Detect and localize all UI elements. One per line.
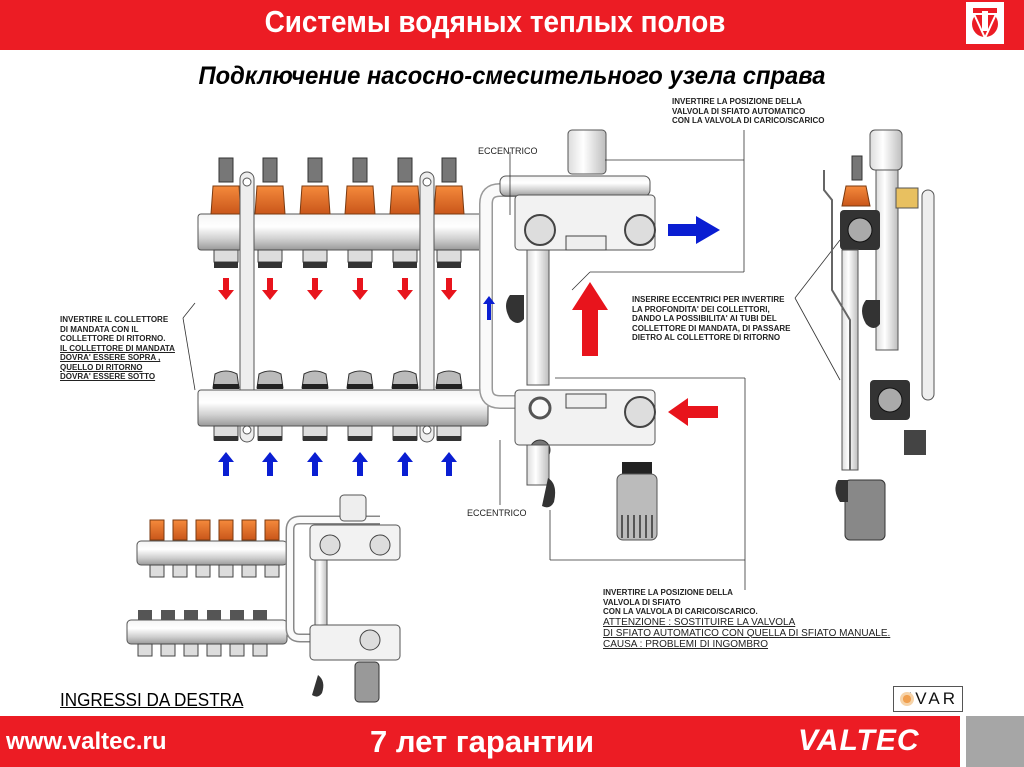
valve-cap xyxy=(391,370,419,441)
brand-logo: VALTEC xyxy=(798,724,920,757)
website-link[interactable]: www.valtec.ru xyxy=(6,728,167,755)
eccentrico-label-top: ECCENTRICO xyxy=(478,146,538,156)
isometric-thumbnail xyxy=(126,494,401,703)
blue-arrow-up-icon xyxy=(352,452,368,476)
note-line: QUELLO DI RITORNO xyxy=(60,362,143,372)
mixing-unit xyxy=(479,129,658,541)
flowmeter xyxy=(344,157,376,268)
valtec-logo xyxy=(966,2,1004,44)
red-arrow-down-icon xyxy=(352,278,368,300)
note-line: IL COLLETTORE DI MANDATA xyxy=(60,343,175,353)
return-arrows xyxy=(218,452,457,476)
blue-arrow-up-small-icon xyxy=(483,296,495,320)
supply-manifold xyxy=(197,157,489,268)
red-arrow-up-icon xyxy=(572,282,608,356)
mounting-bracket xyxy=(419,171,435,443)
flowmeter xyxy=(433,157,465,268)
flowmeter xyxy=(210,157,242,268)
sun-icon xyxy=(900,692,914,706)
note-line: CON LA VALVOLA DI CARICO/SCARICO. xyxy=(603,607,758,616)
red-arrow-down-icon xyxy=(262,278,278,300)
valve-cap xyxy=(212,370,240,441)
caption-ingressi: INGRESSI DA DESTRA xyxy=(60,690,244,710)
drain-handle xyxy=(542,478,556,508)
valve-cap xyxy=(301,370,329,441)
side-view-unit xyxy=(823,129,935,541)
red-arrow-down-icon xyxy=(307,278,323,300)
header-bar: Системы водяных теплых полов xyxy=(0,0,1024,50)
note-line: COLLETTORE DI RITORNO. xyxy=(60,334,166,343)
leader-lines xyxy=(182,130,841,590)
note-line: LA PROFONDITA' DEI COLLETTORI, xyxy=(632,304,770,314)
flowmeter xyxy=(389,157,421,268)
note-line: INSERIRE ECCENTRICI PER INVERTIRE xyxy=(632,295,785,304)
mounting-bracket xyxy=(239,171,255,443)
blue-arrow-up-icon xyxy=(307,452,323,476)
flowmeter xyxy=(299,157,331,268)
red-arrow-left-icon xyxy=(668,398,718,426)
valve-cap xyxy=(435,370,463,441)
footer-grey-block xyxy=(966,716,1024,767)
valtec-v-logo-icon xyxy=(972,8,998,41)
section-subtitle: Подключение насосно-смесительного узела … xyxy=(198,62,826,90)
note-line: INVERTIRE IL COLLETTORE xyxy=(60,315,169,324)
red-arrow-down-icon xyxy=(441,278,457,300)
note-line: VALVOLA DI SFIATO AUTOMATICO xyxy=(672,106,806,116)
thermometer-gauge xyxy=(524,214,556,246)
eccentrico-label-bottom: ECCENTRICO xyxy=(467,508,527,518)
flowmeter xyxy=(254,157,286,268)
note-line: CAUSA : PROBLEMI DI INGOMBRO xyxy=(603,638,769,650)
return-manifold xyxy=(197,370,489,441)
ivar-logo: IVAR xyxy=(893,686,963,712)
note-line: DOVRA' ESSERE SOPRA , xyxy=(60,353,161,362)
note-line: DANDO LA POSSIBILITA' AI TUBI DEL xyxy=(632,314,777,323)
note-line: VALVOLA DI SFIATO xyxy=(603,597,681,607)
red-arrow-down-icon xyxy=(218,278,234,300)
blue-arrow-right-icon xyxy=(668,216,720,244)
page-title: Системы водяных теплых полов xyxy=(264,4,726,39)
thermometer-gauge xyxy=(624,214,656,246)
note-bottom: INVERTIRE LA POSIZIONE DELLA VALVOLA DI … xyxy=(603,588,890,650)
note-right-middle: INSERIRE ECCENTRICI PER INVERTIRE LA PRO… xyxy=(632,295,791,343)
note-left: INVERTIRE IL COLLETTORE DI MANDATA CON I… xyxy=(60,315,175,382)
supply-arrows xyxy=(218,278,457,300)
thermostatic-head xyxy=(616,473,658,541)
valve-cap xyxy=(346,370,374,441)
note-line: INVERTIRE LA POSIZIONE DELLA xyxy=(672,97,802,106)
note-top-right: INVERTIRE LA POSIZIONE DELLA VALVOLA DI … xyxy=(672,97,824,126)
ivar-logo-text: IVAR xyxy=(907,689,958,708)
footer-bar: www.valtec.ru 7 лет гарантии VALTEC xyxy=(0,716,960,767)
blue-arrow-up-icon xyxy=(262,452,278,476)
note-line: INVERTIRE LA POSIZIONE DELLA xyxy=(603,588,733,597)
note-line: DI SFIATO AUTOMATICO CON QUELLA DI SFIAT… xyxy=(603,627,891,639)
blue-arrow-up-icon xyxy=(218,452,234,476)
red-arrow-down-icon xyxy=(397,278,413,300)
blue-arrow-up-icon xyxy=(397,452,413,476)
note-line: ATTENZIONE : SOSTITUIRE LA VALVOLA xyxy=(603,616,796,628)
warranty-text: 7 лет гарантии xyxy=(370,724,595,759)
pump-handle xyxy=(506,295,524,323)
note-line: DI MANDATA CON IL xyxy=(60,324,139,334)
note-line: DOVRA' ESSERE SOTTO xyxy=(60,372,156,381)
note-line: COLLETTORE DI MANDATA, DI PASSARE xyxy=(632,323,791,333)
blue-arrow-up-icon xyxy=(441,452,457,476)
thermometer-gauge xyxy=(624,396,656,428)
note-line: DIETRO AL COLLETTORE DI RITORNO xyxy=(632,333,781,342)
note-line: CON LA VALVOLA DI CARICO/SCARICO xyxy=(672,116,825,125)
valve-cap xyxy=(256,370,284,441)
